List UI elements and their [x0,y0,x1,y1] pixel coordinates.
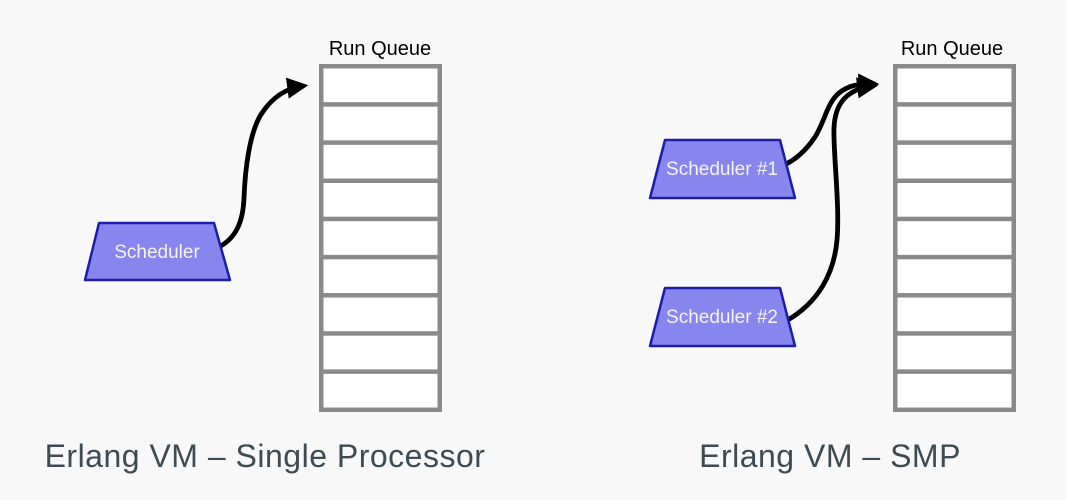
run-queue-slot [323,106,438,141]
run-queue-slot [323,144,438,179]
run-queue-slot [323,259,438,294]
run-queue-slot [897,144,1012,179]
single-processor-panel: Run Queue Scheduler [83,38,442,412]
smp-caption: Erlang VM – SMP [699,438,961,474]
run-queue-slot [897,335,1012,370]
run-queue-slot [323,221,438,255]
scheduler-to-queue-arrow [216,77,309,250]
run-queue-slot [323,297,438,332]
scheduler-label: Scheduler [114,242,200,263]
run-queue-title: Run Queue [329,38,431,60]
run-queue-slot [897,221,1012,255]
run-queue [319,64,442,412]
run-queue-slot [323,373,438,408]
run-queue-slot [897,259,1012,294]
run-queue-slot [897,373,1012,408]
smp-panel: Run Queue Scheduler #1 Scheduler #2 [648,38,1016,412]
scheduler1-label: Scheduler #1 [666,159,778,180]
run-queue-slot [323,183,438,217]
run-queue-slot [897,68,1012,103]
scheduler1-shape [648,138,797,200]
scheduler2-to-queue-arrow [783,77,879,324]
run-queue-slot [897,106,1012,141]
run-queue-slot [897,183,1012,217]
run-queue-title: Run Queue [901,38,1003,60]
scheduler1-to-queue-arrow [779,73,880,169]
scheduler-shape [83,221,232,282]
run-queue [893,64,1016,412]
single-processor-caption: Erlang VM – Single Processor [44,438,486,474]
scheduler2-label: Scheduler #2 [666,307,778,328]
run-queue-slot [323,68,438,103]
run-queue-slot [323,335,438,370]
run-queue-slot [897,297,1012,332]
scheduler2-shape [648,286,797,348]
